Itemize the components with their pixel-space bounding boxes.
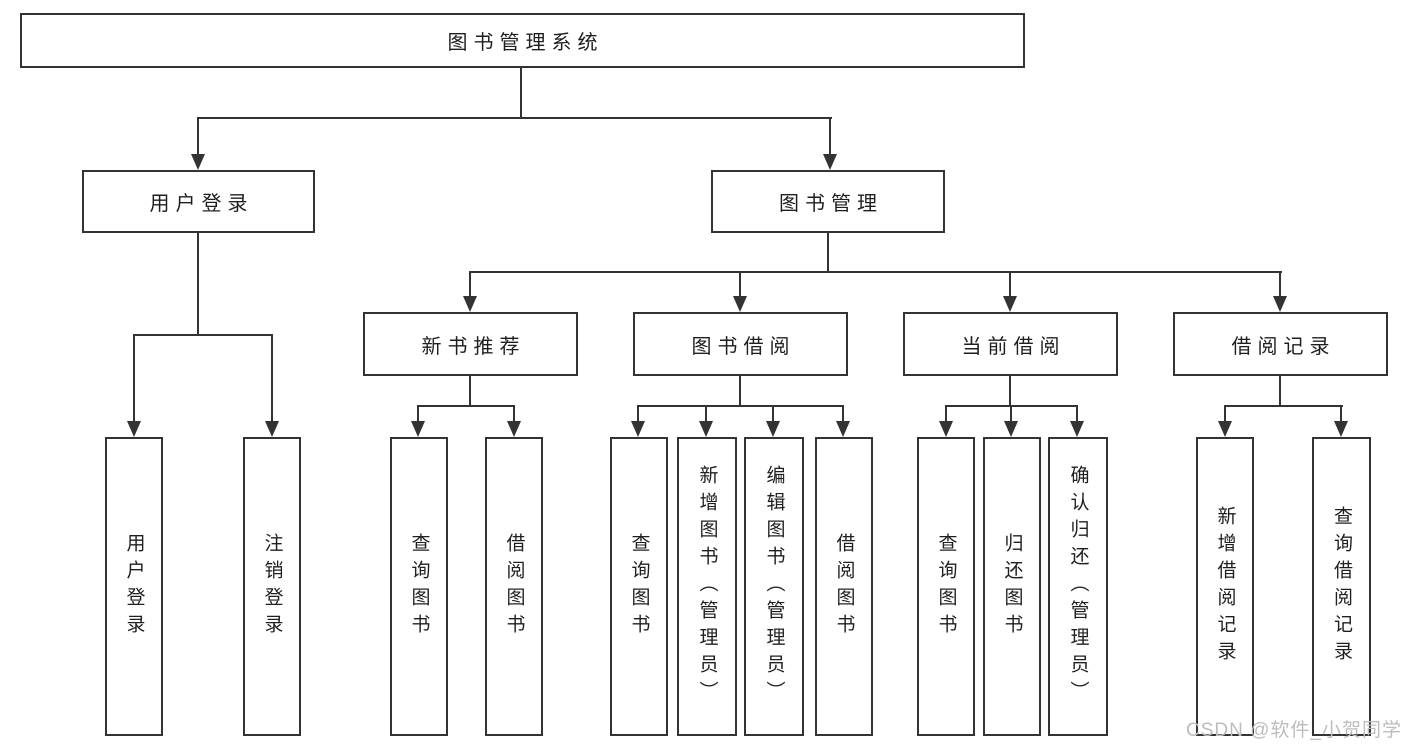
leaf-label: 查询图书 [408, 532, 430, 641]
arrow-to-leaf-search-books-b [637, 405, 639, 421]
arrow-to-leaf-confirm-return [1076, 405, 1078, 421]
connector-current-stem [1009, 376, 1011, 406]
leaf-add-books-admin: 新增图书（管理员） [677, 437, 737, 736]
leaf-search-books-current: 查询图书 [917, 437, 975, 736]
node-label: 图书管理 [779, 193, 883, 215]
arrow-to-leaf-logout [271, 334, 273, 421]
connector-borrow-branch [637, 405, 844, 407]
leaf-label: 借阅图书 [833, 532, 855, 641]
node-user-login: 用户登录 [82, 170, 315, 233]
leaf-label: 新增图书（管理员） [696, 465, 718, 708]
node-label: 借阅记录 [1231, 335, 1336, 358]
arrow-to-leaf-edit-books [772, 405, 774, 421]
arrow-to-borrowing-records [1279, 271, 1281, 296]
leaf-confirm-return-admin: 确认归还（管理员） [1048, 437, 1108, 736]
leaf-label: 编辑图书（管理员） [763, 465, 785, 708]
connector-recommend-stem [469, 376, 471, 406]
arrow-to-leaf-search-books-c [945, 405, 947, 421]
leaf-borrow-books: 借阅图书 [815, 437, 873, 736]
leaf-label: 用户登录 [123, 532, 145, 641]
arrow-to-book-borrowing [739, 271, 741, 296]
arrow-to-leaf-search-books-a [417, 405, 419, 421]
leaf-search-books-recommend: 查询图书 [390, 437, 448, 736]
connector-login-branch [133, 334, 273, 336]
leaf-label: 归还图书 [1001, 532, 1023, 641]
leaf-label: 查询借阅记录 [1331, 505, 1352, 668]
leaf-label: 新增借阅记录 [1214, 505, 1236, 668]
arrow-to-current-borrowing [1009, 271, 1011, 296]
connector-login-stem [197, 233, 199, 336]
node-label: 用户登录 [149, 193, 254, 215]
connector-records-stem [1279, 376, 1281, 406]
leaf-edit-books-admin: 编辑图书（管理员） [744, 437, 804, 736]
arrow-to-leaf-borrow-books-b [842, 405, 844, 421]
node-book-management: 图书管理 [711, 170, 945, 233]
leaf-borrow-books-recommend: 借阅图书 [485, 437, 543, 736]
connector-records-branch [1224, 405, 1343, 407]
node-library-management-system: 图书管理系统 [20, 13, 1025, 68]
leaf-user-login: 用户登录 [105, 437, 163, 736]
leaf-label: 借阅图书 [503, 532, 525, 641]
arrow-to-leaf-borrow-books-a [513, 405, 515, 421]
leaf-label: 确认归还（管理员） [1067, 465, 1089, 708]
leaf-search-borrow-record: 查询借阅记录 [1312, 437, 1371, 736]
node-label: 图书管理系统 [447, 32, 604, 54]
leaf-search-books-borrow: 查询图书 [610, 437, 668, 736]
arrow-to-leaf-user-login [133, 334, 135, 421]
connector-root-branch [197, 117, 832, 119]
node-current-borrowing: 当前借阅 [903, 312, 1118, 376]
arrow-to-leaf-add-record [1224, 405, 1226, 421]
node-label: 图书借阅 [691, 335, 796, 358]
arrow-to-new-book-recommendation [469, 271, 471, 296]
leaf-label: 查询图书 [935, 532, 957, 641]
leaf-add-borrow-record: 新增借阅记录 [1196, 437, 1254, 736]
node-book-borrowing: 图书借阅 [633, 312, 848, 376]
arrow-to-user-login [197, 117, 199, 154]
arrow-to-leaf-add-books [705, 405, 707, 421]
connector-management-branch [469, 271, 1282, 273]
connector-recommend-branch [417, 405, 515, 407]
leaf-label: 注销登录 [261, 532, 283, 641]
csdn-watermark: CSDN @软件_小贺同学 [1186, 720, 1402, 741]
leaf-label: 查询图书 [628, 532, 650, 641]
node-label: 当前借阅 [961, 335, 1066, 358]
leaf-return-books: 归还图书 [983, 437, 1041, 736]
node-borrowing-records: 借阅记录 [1173, 312, 1388, 376]
connector-borrow-stem [739, 376, 741, 406]
connector-root-stem [520, 68, 522, 118]
node-new-book-recommendation: 新书推荐 [363, 312, 578, 376]
arrow-to-leaf-search-record [1340, 405, 1342, 421]
node-label: 新书推荐 [421, 335, 526, 358]
arrow-to-book-management [829, 117, 831, 154]
arrow-to-leaf-return-books [1010, 405, 1012, 421]
connector-management-stem [827, 233, 829, 273]
leaf-logout: 注销登录 [243, 437, 301, 736]
